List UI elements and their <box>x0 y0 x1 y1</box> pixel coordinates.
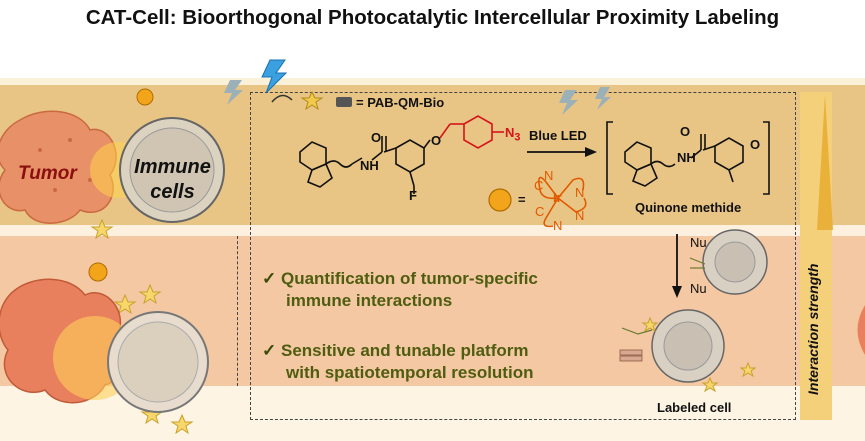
immune-label-line1: Immune <box>134 156 211 178</box>
lightning-icon <box>261 59 288 94</box>
catalyst-atom-n4: N <box>553 218 563 233</box>
product-oxo: O <box>750 137 761 152</box>
catalyst-equals: = <box>518 192 526 207</box>
labeling-scheme <box>619 229 768 393</box>
product-carbonyl-o: O <box>680 124 691 139</box>
interaction-strength-label: Interaction strength <box>805 263 821 395</box>
cells-illustration <box>0 88 225 435</box>
nucleophile-label-2: Nu <box>690 281 707 296</box>
check-icon: ✓ <box>262 269 277 288</box>
benefit-2-line2: with spatiotemporal resolution <box>286 363 534 382</box>
reactant-ether-o: O <box>431 133 442 148</box>
benefit-item-2: ✓ Sensitive and tunable platform with sp… <box>262 340 602 384</box>
immune-cells-label: Immune cells <box>125 155 220 205</box>
catalyst-metal: Ir <box>553 190 562 205</box>
catalyst-atom-n1: N <box>544 168 554 183</box>
catalyst-atom-n2: N <box>575 185 585 200</box>
catalyst-sphere <box>488 188 512 212</box>
tumor-label: Tumor <box>18 163 77 184</box>
benefit-1-line1: Quantification of tumor-specific <box>280 269 538 288</box>
blue-led-label: Blue LED <box>529 128 587 143</box>
reaction-arrow <box>527 147 597 157</box>
benefit-2-line1: Sensitive and tunable platform <box>280 341 529 360</box>
tumor-cell-top <box>0 110 117 224</box>
nucleophile-label-1: Nu <box>690 235 707 250</box>
catalyst-atom-c2: C <box>535 204 545 219</box>
lightning-icon <box>595 87 611 110</box>
product-label: Quinone methide <box>635 200 742 215</box>
catalyst-atom-c1: C <box>534 178 544 193</box>
probe-legend-icon <box>271 90 352 111</box>
lightning-icon <box>559 90 578 115</box>
product-amide-nh: NH <box>677 150 696 165</box>
reactant-structure <box>299 115 504 194</box>
band-gap <box>0 225 865 236</box>
reactant-amide-nh: NH <box>360 158 379 173</box>
lightning-icon <box>224 80 243 105</box>
scheme-frame <box>250 92 796 420</box>
benefit-1-line2: immune interactions <box>286 291 453 310</box>
edge-cell-fragment <box>857 305 865 355</box>
page-title: CAT-Cell: Bioorthogonal Photocatalytic I… <box>85 6 780 29</box>
labeled-cell-label: Labeled cell <box>657 400 732 415</box>
benefit-item-1: ✓ Quantification of tumor-specific immun… <box>262 268 582 312</box>
reactant-azide: N3 <box>505 125 521 144</box>
check-icon: ✓ <box>262 341 277 360</box>
light-bolts <box>224 59 611 115</box>
scheme-divider <box>237 236 239 386</box>
strength-wedge <box>817 94 833 230</box>
immune-label-line2: cells <box>150 181 195 203</box>
probe-legend-label: = PAB-QM-Bio <box>356 95 445 110</box>
reactant-carbonyl-o: O <box>371 130 382 145</box>
iridium-catalyst-structure <box>538 176 587 228</box>
product-structure <box>606 121 770 195</box>
catalyst-atom-n3: N <box>575 208 585 223</box>
reactant-fluoro: F <box>409 188 417 203</box>
